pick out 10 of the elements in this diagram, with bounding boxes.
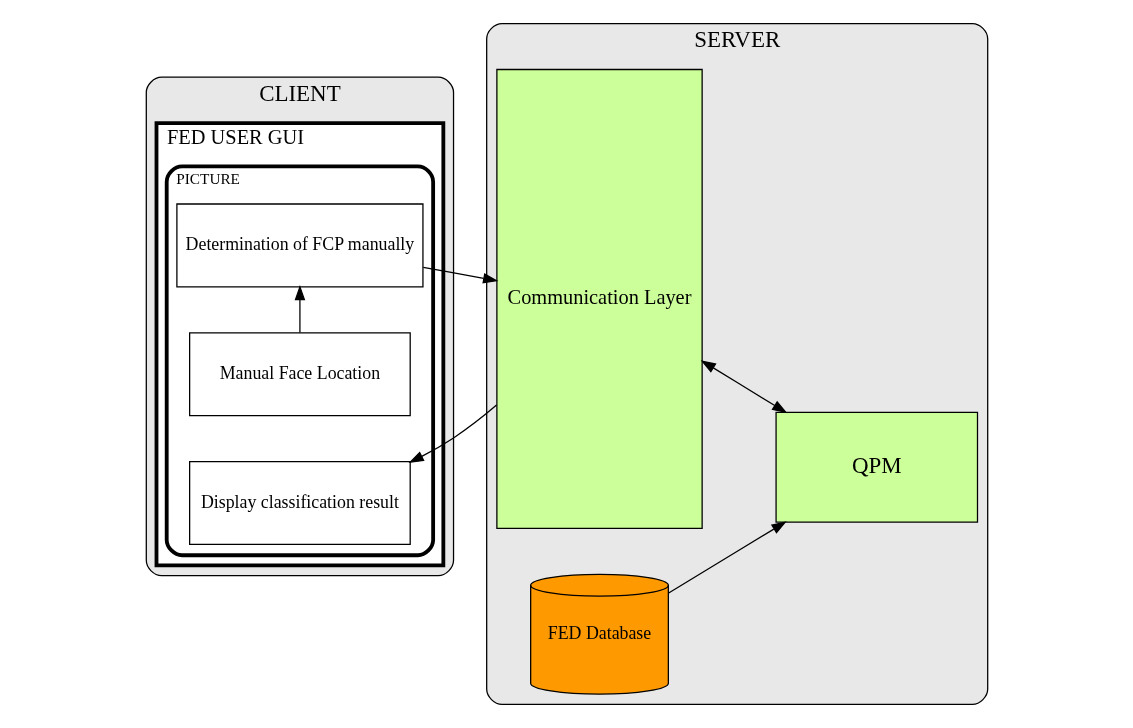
arrow — [700, 360, 787, 414]
arrow — [408, 404, 497, 464]
node-box: Communication Layer — [495, 68, 703, 530]
arrow — [294, 285, 305, 334]
node-box: Manual Face Location — [188, 332, 411, 417]
node-box: Determination of FCP manually — [175, 203, 424, 288]
node-box: Display classification result — [188, 460, 411, 546]
arrow — [667, 521, 787, 594]
node-box: QPM — [774, 411, 978, 523]
arrow — [422, 266, 498, 284]
